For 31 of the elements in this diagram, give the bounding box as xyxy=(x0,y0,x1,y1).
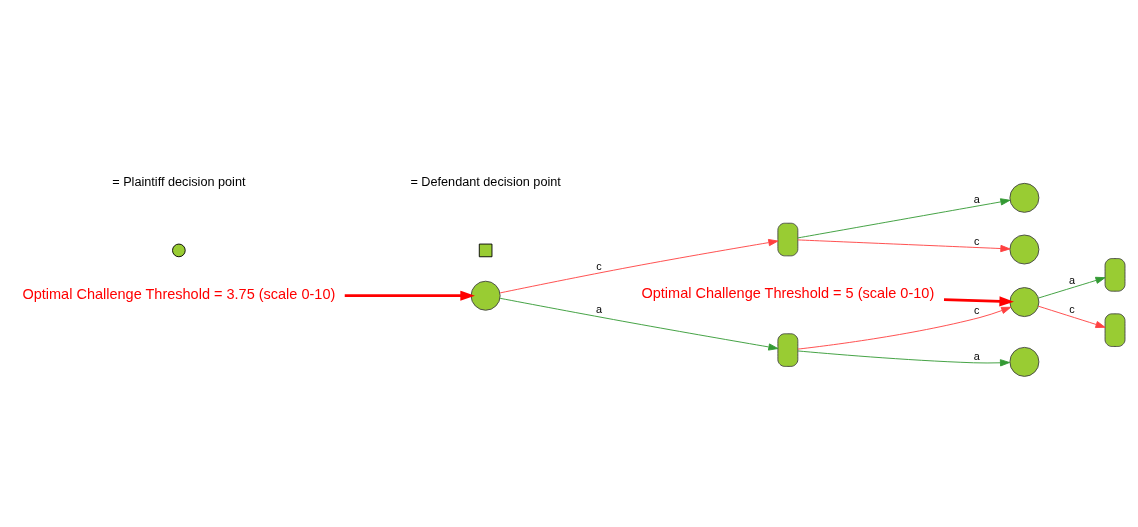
node-text: Optimal Challenge Threshold = 5 (scale 0-10) xyxy=(641,284,935,301)
node-box xyxy=(777,222,799,256)
edge-label: c xyxy=(974,303,980,316)
node-box xyxy=(1104,257,1126,292)
node-circle xyxy=(1009,286,1040,317)
arrow xyxy=(1037,276,1106,298)
node-circle xyxy=(1009,182,1040,213)
edge-label: c xyxy=(1069,302,1075,315)
arrow xyxy=(943,295,1014,306)
edge-label: a xyxy=(973,192,980,205)
arrow xyxy=(344,290,475,301)
edge-label: a xyxy=(973,349,980,362)
node-box xyxy=(1104,312,1126,347)
legend-label: = Plaintiff decision point xyxy=(112,174,246,189)
legend-label: = Defendant decision point xyxy=(410,174,561,189)
edge-label: a xyxy=(595,302,602,315)
arrow xyxy=(1037,305,1106,328)
arrow xyxy=(797,197,1011,238)
node-box xyxy=(777,332,799,367)
edge-label: a xyxy=(1068,273,1075,286)
node-circle xyxy=(470,280,501,311)
arrow xyxy=(499,238,779,293)
node-circle xyxy=(1009,234,1040,264)
arrow xyxy=(499,297,779,351)
arrow xyxy=(797,238,1011,252)
arrow xyxy=(797,306,1012,350)
node-text: Optimal Challenge Threshold = 3.75 (scale 0-10) xyxy=(22,285,336,302)
node-circle xyxy=(1009,346,1040,377)
arrow xyxy=(797,350,1010,366)
edge-label: c xyxy=(596,259,602,272)
edge-label: c xyxy=(974,234,980,247)
